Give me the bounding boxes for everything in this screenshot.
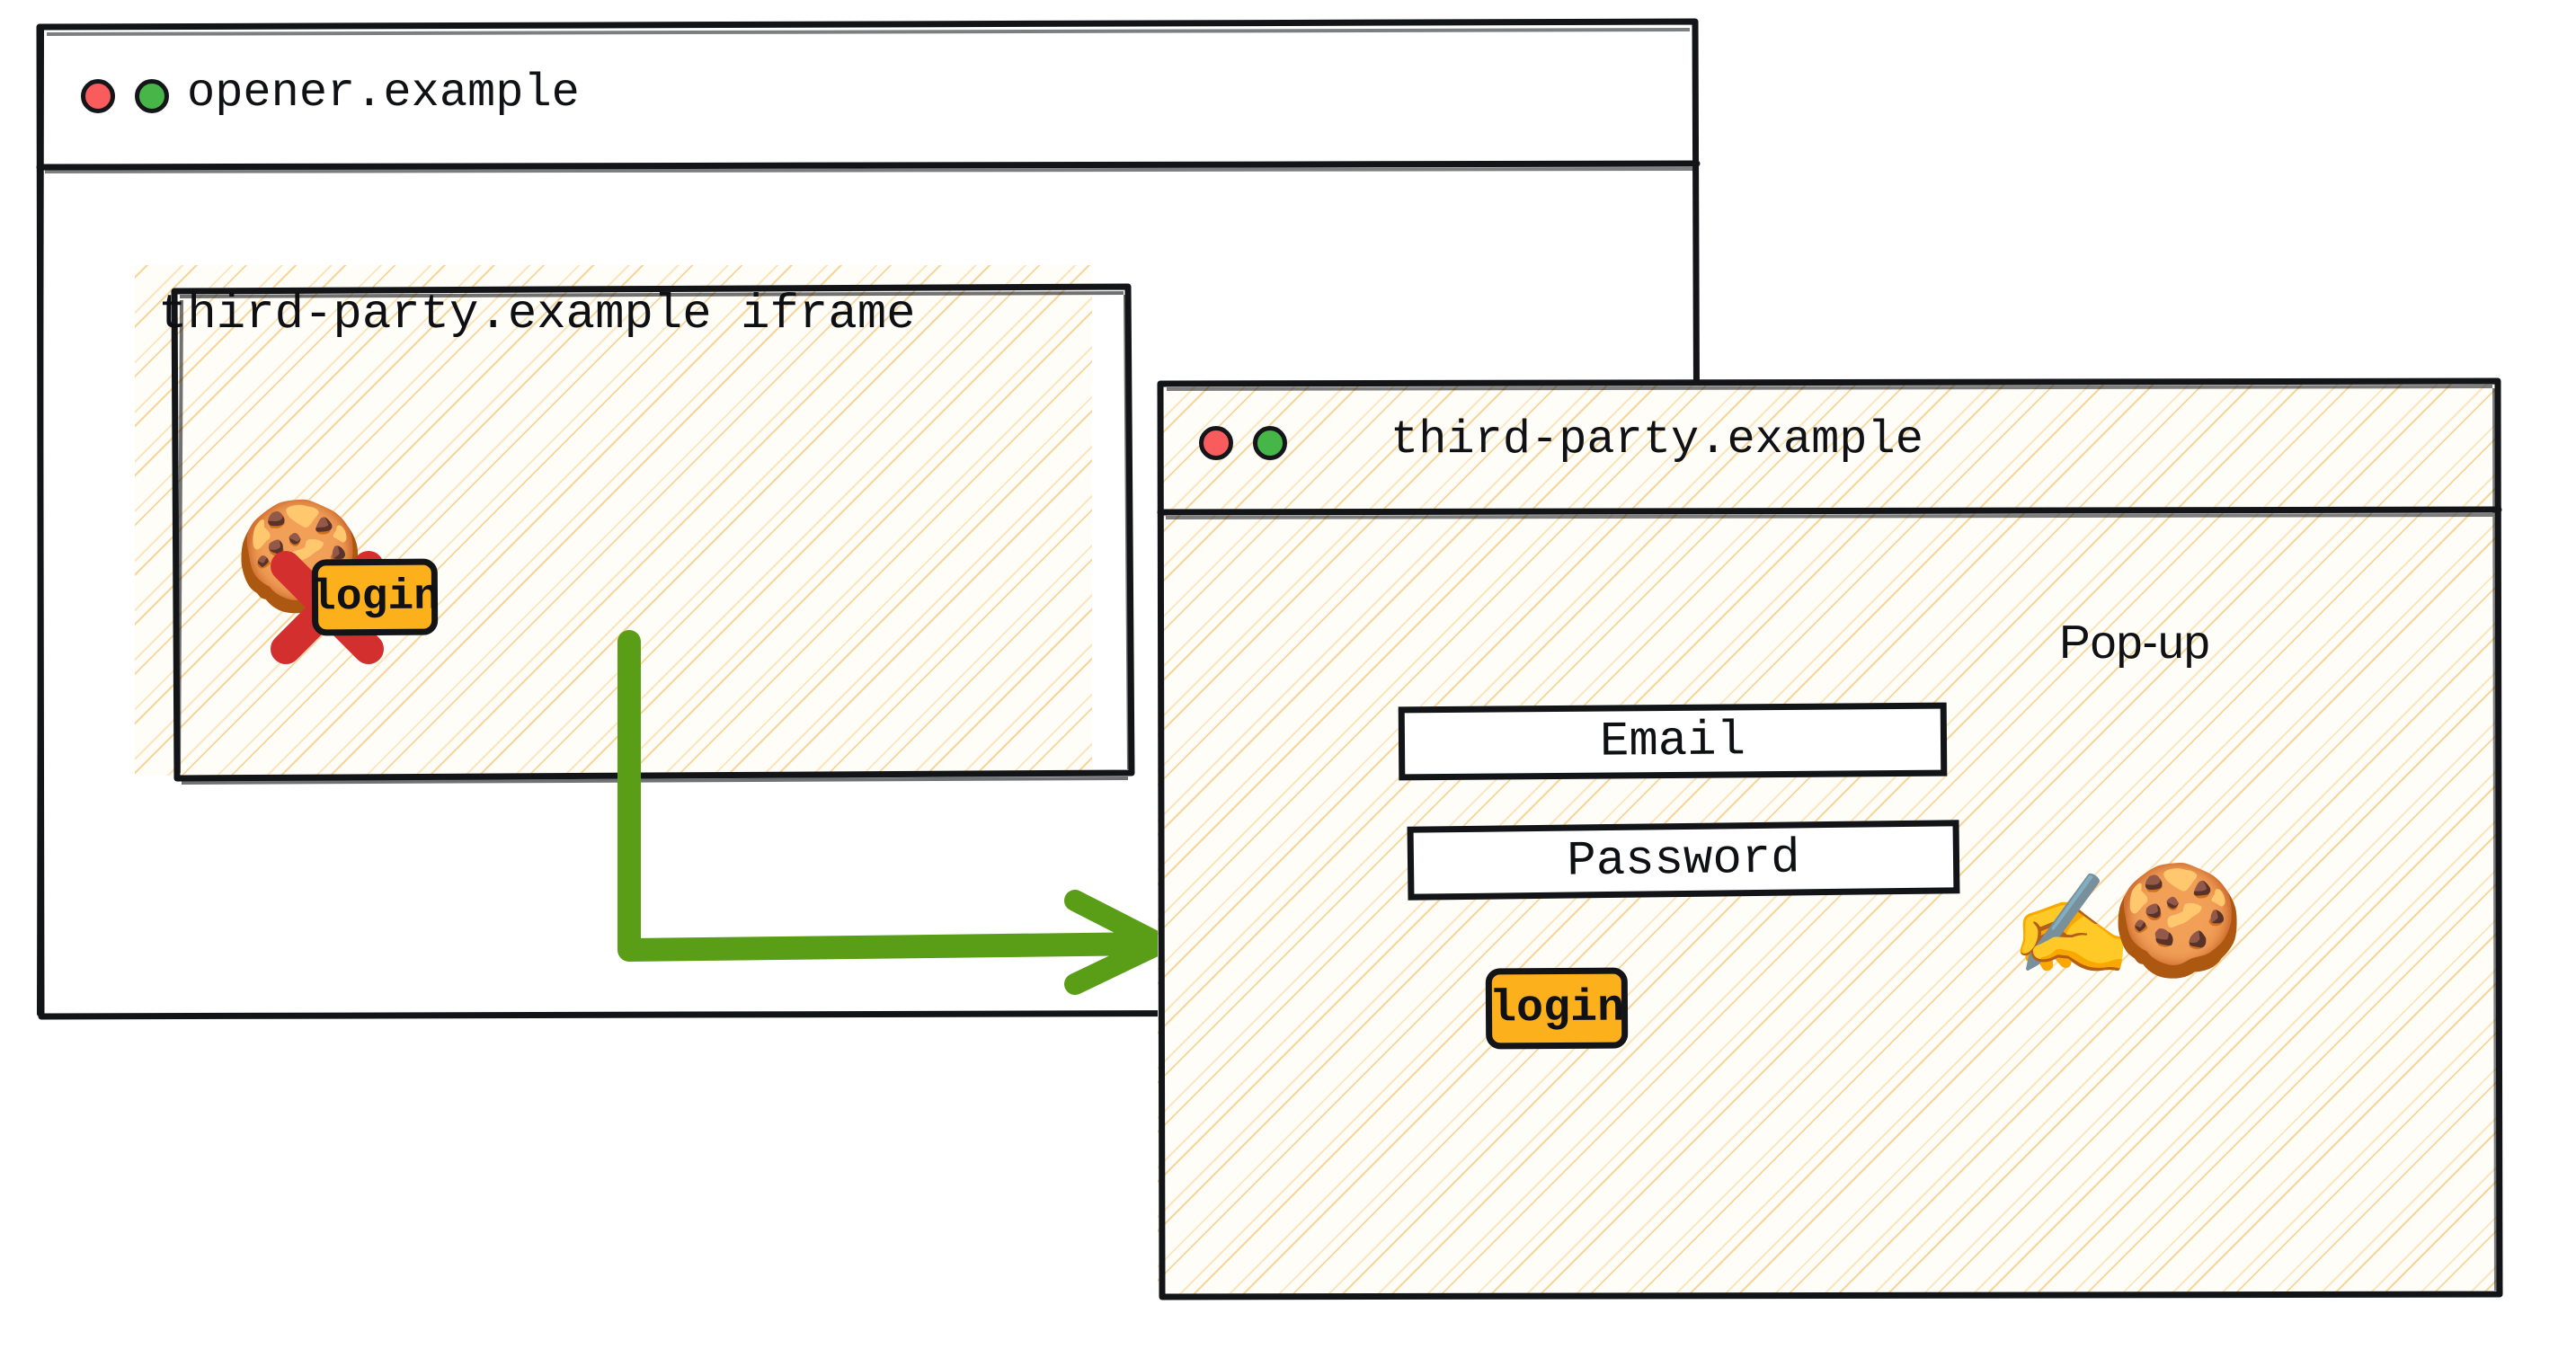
password-field[interactable]: Password — [1407, 820, 1960, 901]
popup-window-title: third-party.example — [1390, 413, 1923, 466]
iframe-login-button-label: login — [309, 572, 440, 622]
email-field[interactable]: Email — [1398, 702, 1948, 781]
third-party-iframe: third-party.example iframe 🍪 login — [135, 265, 1135, 785]
popup-login-button[interactable]: login — [1485, 967, 1629, 1050]
iframe-login-button[interactable]: login — [309, 558, 440, 636]
opener-window-title: opener.example — [187, 67, 580, 120]
password-field-value: Password — [1567, 830, 1800, 890]
cookie-emoji: 🍪 — [2110, 868, 2245, 990]
close-icon[interactable] — [81, 79, 115, 113]
popup-traffic-lights[interactable] — [1199, 426, 1287, 460]
opener-traffic-lights[interactable] — [81, 79, 169, 113]
popup-login-button-label: login — [1488, 982, 1625, 1034]
minimize-icon[interactable] — [1253, 426, 1287, 460]
popup-window: third-party.example Email Password login… — [1157, 377, 2503, 1300]
writing-hand-emoji: ✍️ — [2010, 877, 2133, 990]
iframe-label: third-party.example iframe — [158, 288, 916, 342]
close-icon[interactable] — [1199, 426, 1233, 460]
minimize-icon[interactable] — [135, 79, 169, 113]
popup-caption: Pop-up — [2059, 617, 2210, 669]
email-field-value: Email — [1599, 713, 1746, 770]
